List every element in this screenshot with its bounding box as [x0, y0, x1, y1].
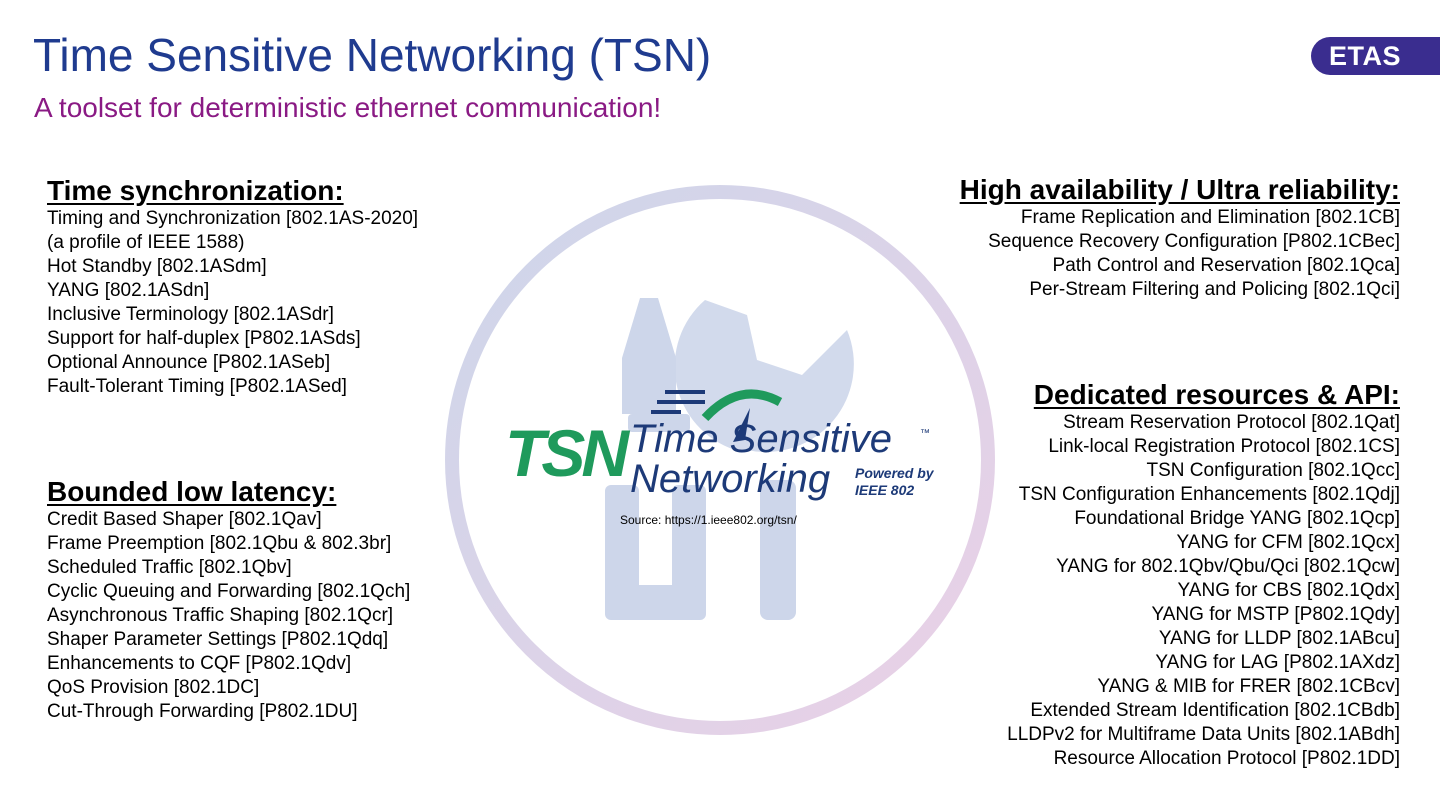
- list-item: Per-Stream Filtering and Policing [802.1…: [1029, 279, 1400, 300]
- dedicated-heading: Dedicated resources & API:: [1033, 379, 1400, 410]
- time-sync-list: Timing and Synchronization [802.1AS-2020…: [47, 207, 418, 399]
- list-item: Resource Allocation Protocol [P802.1DD]: [1053, 748, 1400, 769]
- tsn-trademark: ™: [920, 428, 930, 439]
- list-item: YANG for LLDP [802.1ABcu]: [1158, 628, 1400, 649]
- list-item: YANG for LAG [P802.1AXdz]: [1155, 652, 1400, 673]
- list-item: Frame Replication and Elimination [802.1…: [1020, 207, 1400, 228]
- list-item: YANG for CFM [802.1Qcx]: [1176, 532, 1400, 553]
- tsn-line-networking: Networking: [630, 457, 830, 501]
- list-item: YANG for CBS [802.1Qdx]: [1177, 580, 1400, 601]
- wrench-icon: [674, 300, 854, 620]
- list-item: Cyclic Queuing and Forwarding [802.1Qch]: [47, 581, 411, 602]
- gauge-arc-icon: [701, 389, 783, 422]
- speed-lines-icon: [651, 390, 705, 414]
- latency-heading: Bounded low latency:: [47, 476, 337, 507]
- list-item: Extended Stream Identification [802.1CBd…: [1030, 700, 1400, 721]
- gauge-needle-icon: [733, 408, 750, 442]
- list-item: Sequence Recovery Configuration [P802.1C…: [988, 231, 1400, 252]
- screwdriver-icon: [605, 298, 706, 620]
- list-item: (a profile of IEEE 1588): [47, 232, 245, 253]
- high-availability-heading: High availability / Ultra reliability:: [959, 174, 1400, 205]
- tsn-logo: TSN Time Sensitive ™ Networking Powered …: [505, 389, 935, 501]
- tsn-ieee802: IEEE 802: [855, 482, 914, 498]
- list-item: Hot Standby [802.1ASdm]: [47, 256, 267, 277]
- list-item: YANG [802.1ASdn]: [47, 280, 210, 301]
- list-item: Timing and Synchronization [802.1AS-2020…: [47, 208, 419, 229]
- list-item: Foundational Bridge YANG [802.1Qcp]: [1074, 508, 1400, 529]
- list-item: YANG & MIB for FRER [802.1CBcv]: [1097, 676, 1400, 697]
- time-sync-section: Time synchronization: Timing and Synchro…: [47, 175, 418, 399]
- list-item: Shaper Parameter Settings [P802.1Qdq]: [47, 629, 389, 650]
- tsn-powered-by: Powered by: [855, 465, 935, 481]
- page-title: Time Sensitive Networking (TSN): [33, 29, 712, 81]
- list-item: TSN Configuration Enhancements [802.1Qdj…: [1018, 484, 1400, 505]
- list-item: Optional Announce [P802.1ASeb]: [47, 352, 331, 373]
- list-item: QoS Provision [802.1DC]: [47, 677, 260, 698]
- tools-circle-graphic: [445, 185, 995, 735]
- list-item: YANG for 802.1Qbv/Qbu/Qci [802.1Qcw]: [1056, 556, 1400, 577]
- etas-logo: ETAS: [1311, 37, 1440, 75]
- dedicated-list: Stream Reservation Protocol [802.1Qat] Li…: [1007, 411, 1400, 771]
- list-item: Support for half-duplex [P802.1ASds]: [47, 328, 361, 349]
- list-item: Scheduled Traffic [802.1Qbv]: [47, 557, 292, 578]
- high-availability-list: Frame Replication and Elimination [802.1…: [960, 206, 1400, 302]
- list-item: TSN Configuration [802.1Qcc]: [1146, 460, 1400, 481]
- list-item: LLDPv2 for Multiframe Data Units [802.1A…: [1007, 724, 1400, 745]
- list-item: Path Control and Reservation [802.1Qca]: [1052, 255, 1400, 276]
- list-item: Link-local Registration Protocol [802.1C…: [1048, 436, 1400, 457]
- latency-section: Bounded low latency: Credit Based Shaper…: [47, 476, 410, 724]
- list-item: Frame Preemption [802.1Qbu & 802.3br]: [47, 533, 392, 554]
- list-item: Credit Based Shaper [802.1Qav]: [47, 509, 322, 530]
- list-item: Cut-Through Forwarding [P802.1DU]: [47, 701, 358, 722]
- tsn-mark: TSN: [505, 416, 630, 490]
- source-caption: Source: https://1.ieee802.org/tsn/: [620, 513, 797, 527]
- latency-list: Credit Based Shaper [802.1Qav] Frame Pree…: [47, 508, 410, 724]
- etas-logo-text: ETAS: [1329, 41, 1402, 71]
- list-item: Enhancements to CQF [P802.1Qdv]: [47, 653, 352, 674]
- list-item: Stream Reservation Protocol [802.1Qat]: [1063, 412, 1400, 433]
- high-availability-section: High availability / Ultra reliability: F…: [960, 174, 1400, 302]
- time-sync-heading: Time synchronization:: [47, 175, 344, 206]
- list-item: Asynchronous Traffic Shaping [802.1Qcr]: [47, 605, 394, 626]
- page-subtitle: A toolset for deterministic ethernet com…: [34, 92, 662, 123]
- list-item: YANG for MSTP [P802.1Qdy]: [1151, 604, 1400, 625]
- tsn-line-time-sensitive: Time Sensitive: [630, 417, 892, 461]
- decorative-ring: [445, 185, 995, 735]
- list-item: Inclusive Terminology [802.1ASdr]: [47, 304, 334, 325]
- dedicated-section: Dedicated resources & API: Stream Reserv…: [1007, 379, 1400, 771]
- list-item: Fault-Tolerant Timing [P802.1ASed]: [47, 376, 347, 397]
